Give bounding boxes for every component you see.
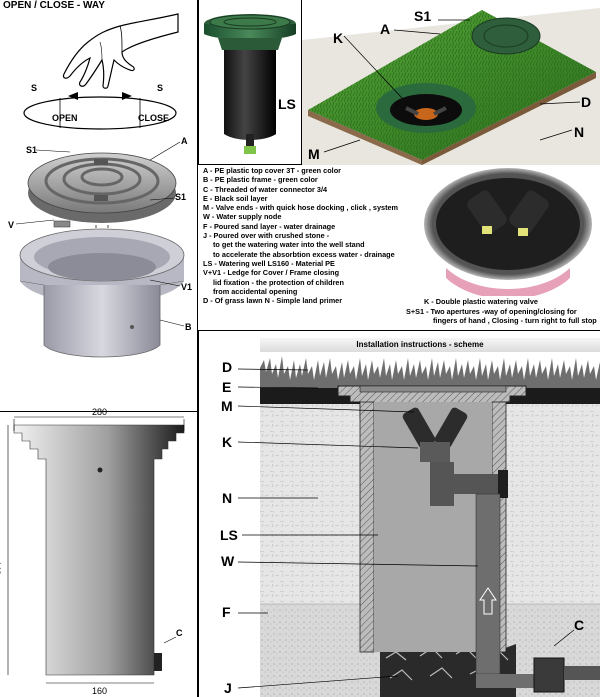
lawn-photo (302, 8, 600, 165)
legend-row: to accelerate the absorbtion excess wate… (213, 249, 395, 259)
lawn-label-k: K (333, 30, 344, 46)
install-title: Installation instructions - scheme (356, 340, 484, 349)
legend-row: B - PE plastic frame - green color (203, 175, 318, 185)
hand-illustration (62, 13, 179, 89)
label-v1: V1 (181, 282, 193, 292)
legend-row: C - Threaded of water connector 3/4 (203, 184, 328, 194)
legend-right-s1a: S+S1 - Two apertures -way of opening/clo… (406, 307, 577, 316)
label-b: B (185, 322, 192, 332)
install-label-j: J (224, 680, 232, 696)
legend-row: W - Water supply node (203, 212, 282, 222)
label-s1-side: S1 (175, 192, 187, 202)
well-photo (204, 14, 296, 154)
dim-bottom-width: 160 (92, 686, 108, 696)
leader-lines-install (237, 368, 575, 689)
lawn-label-m: M (308, 146, 320, 162)
install-label-f: F (222, 604, 231, 620)
dimension-panel (0, 411, 198, 697)
lawn-label-s1: S1 (414, 8, 432, 24)
label-s1-top: S1 (26, 145, 38, 155)
install-panel (198, 330, 600, 697)
label-s-right: S (157, 83, 164, 93)
install-label-ls: LS (220, 527, 238, 543)
lawn-label-a: A (380, 21, 391, 37)
valve-photo (424, 168, 592, 296)
lawn-label-d: D (581, 94, 592, 110)
label-close: CLOSE (138, 113, 170, 123)
label-a: A (181, 136, 188, 146)
legend: A - PE plastic top cover 3T - green colo… (203, 166, 600, 305)
well-elevation (7, 416, 185, 684)
legend-row: to get the watering water into the well … (213, 240, 365, 250)
label-v: V (8, 220, 15, 230)
install-label-w: W (221, 553, 235, 569)
legend-row: V+V1 - Ledge for Cover / Frame closing (203, 268, 340, 278)
photo-label-ls: LS (278, 96, 296, 112)
legend-right-s1b: fingers of hand , Closing - turn right t… (433, 316, 597, 325)
install-label-n: N (222, 490, 233, 506)
legend-row: lid fixation - the protection of childre… (213, 277, 344, 287)
legend-row: LS - Watering well LS160 - Material PE (203, 258, 335, 268)
label-s-left: S (31, 83, 38, 93)
dim-height: 440 (0, 560, 2, 576)
legend-row: A - PE plastic top cover 3T - green colo… (203, 166, 341, 175)
header-title: OPEN / CLOSE - WAY (3, 0, 105, 11)
leader-lines-lawn (323, 19, 581, 153)
leader-lines-exploded (15, 141, 185, 327)
install-label-m: M (221, 398, 233, 414)
dim-label-c: C (176, 628, 183, 638)
legend-row: F - Poured sand layer - water drainage (203, 221, 336, 231)
label-open: OPEN (52, 113, 78, 123)
legend-row: D - Of grass lawn N - Simple land primer (203, 296, 343, 306)
installation-scheme (260, 338, 600, 697)
install-label-k: K (222, 434, 233, 450)
legend-row: J - Poured over with crushed stone - (203, 231, 330, 241)
dim-top-width: 280 (92, 407, 108, 417)
lawn-label-n: N (574, 124, 585, 140)
rotation-arrows (23, 92, 177, 130)
legend-row: from accidental opening (213, 286, 298, 296)
legend-row: E - Black soil layer (203, 193, 268, 203)
exploded-view (19, 152, 185, 358)
install-label-c: C (574, 617, 585, 633)
legend-right-k: K - Double plastic watering valve (424, 297, 538, 306)
legend-row: M - Valve ends - with quick hose docking… (203, 203, 399, 213)
install-label-e: E (222, 379, 232, 395)
install-label-d: D (222, 359, 233, 375)
